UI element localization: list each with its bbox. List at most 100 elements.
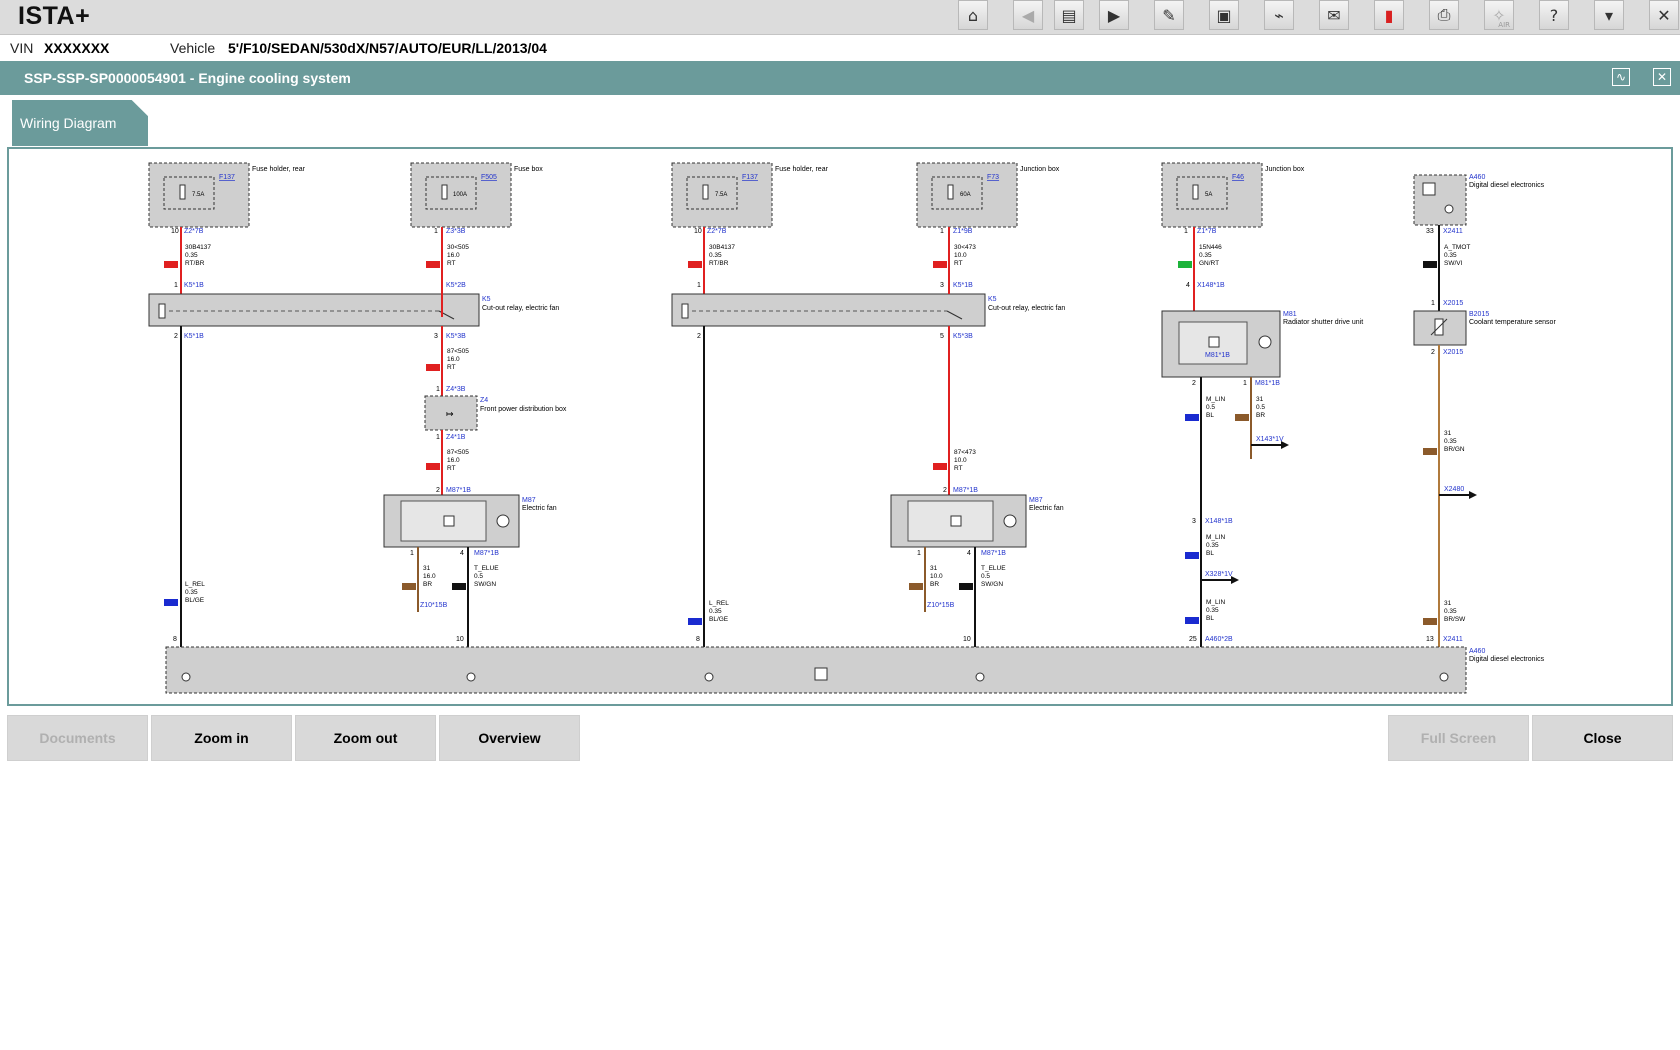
svg-text:Front power distribution box: Front power distribution box bbox=[480, 406, 567, 413]
svg-text:RT: RT bbox=[447, 465, 456, 472]
svg-text:M81: M81 bbox=[1283, 311, 1297, 318]
svg-text:10.0: 10.0 bbox=[954, 252, 967, 259]
svg-text:30<505: 30<505 bbox=[447, 244, 469, 251]
svg-text:F505: F505 bbox=[481, 174, 497, 181]
svg-text:Fuse holder, rear: Fuse holder, rear bbox=[252, 166, 306, 173]
svg-text:4: 4 bbox=[460, 550, 464, 557]
z4-front-power-distribution-box: ↦ Z4 Front power distribution box bbox=[424, 395, 567, 431]
svg-text:BR: BR bbox=[423, 581, 432, 588]
svg-text:0.35: 0.35 bbox=[1206, 607, 1219, 614]
close-app-button[interactable]: ✕ bbox=[1649, 0, 1679, 30]
zoom-in-button[interactable]: Zoom in bbox=[151, 715, 292, 761]
messages-icon: ✉ bbox=[1327, 5, 1341, 25]
svg-text:4: 4 bbox=[1186, 282, 1190, 289]
svg-text:K5*1B: K5*1B bbox=[953, 282, 973, 289]
print-button[interactable]: ⎙ bbox=[1429, 0, 1459, 30]
close-document-icon[interactable]: ✕ bbox=[1653, 68, 1671, 86]
svg-text:RT: RT bbox=[447, 260, 456, 267]
documents-toolbar-button[interactable]: ▤ bbox=[1054, 0, 1084, 30]
air-sub-label: AIR bbox=[1498, 21, 1510, 29]
svg-text:10.0: 10.0 bbox=[930, 573, 943, 580]
svg-text:M87*1B: M87*1B bbox=[474, 550, 499, 557]
svg-text:16.0: 16.0 bbox=[447, 457, 460, 464]
svg-text:1: 1 bbox=[697, 282, 701, 289]
svg-text:RT: RT bbox=[447, 364, 456, 371]
svg-text:K5*3B: K5*3B bbox=[953, 333, 973, 340]
svg-text:K5*3B: K5*3B bbox=[446, 333, 466, 340]
close-button[interactable]: Close bbox=[1532, 715, 1673, 761]
svg-text:4: 4 bbox=[967, 550, 971, 557]
svg-text:F73: F73 bbox=[987, 174, 999, 181]
f505-fuse-unit: 100A F505 Fuse box bbox=[410, 162, 543, 228]
back-button[interactable]: ◀ bbox=[1013, 0, 1043, 30]
svg-text:0.35: 0.35 bbox=[1444, 438, 1457, 445]
comparison-icon: ▣ bbox=[1216, 5, 1232, 25]
svg-text:BL: BL bbox=[1206, 550, 1214, 557]
svg-text:0.5: 0.5 bbox=[1256, 404, 1265, 411]
tab-wiring-diagram[interactable]: Wiring Diagram bbox=[12, 100, 148, 146]
svg-text:X2015: X2015 bbox=[1443, 300, 1463, 307]
a460-digital-diesel-electronics-bar: A460 Digital diesel electronics bbox=[165, 646, 1545, 694]
svg-text:X2411: X2411 bbox=[1443, 636, 1463, 643]
svg-text:SW/GN: SW/GN bbox=[474, 581, 496, 588]
svg-text:Z4*1B: Z4*1B bbox=[446, 434, 466, 441]
service-functions-button[interactable]: ✎ bbox=[1154, 0, 1184, 30]
messages-button[interactable]: ✉ bbox=[1319, 0, 1349, 30]
home-button[interactable]: ⌂ bbox=[958, 0, 988, 30]
svg-text:A460: A460 bbox=[1469, 174, 1485, 181]
svg-text:Cut-out relay, electric fan: Cut-out relay, electric fan bbox=[988, 305, 1065, 312]
svg-text:SW/VI: SW/VI bbox=[1444, 260, 1463, 267]
forward-button[interactable]: ▶ bbox=[1099, 0, 1129, 30]
wiring-diagram-canvas[interactable]: 7.5A F137 Fuse holder, rear 10 Z2*7B 30B… bbox=[7, 147, 1673, 706]
measurement-button[interactable]: ⌁ bbox=[1264, 0, 1294, 30]
svg-text:30B4137: 30B4137 bbox=[709, 244, 735, 251]
svg-text:M87: M87 bbox=[1029, 497, 1043, 504]
full-screen-button[interactable]: Full Screen bbox=[1388, 715, 1529, 761]
svg-text:K5*2B: K5*2B bbox=[446, 282, 466, 289]
zoom-out-button[interactable]: Zoom out bbox=[295, 715, 436, 761]
svg-text:Z1*7B: Z1*7B bbox=[1197, 228, 1217, 235]
svg-text:BR/GN: BR/GN bbox=[1444, 446, 1465, 453]
svg-text:A_TMOT: A_TMOT bbox=[1444, 244, 1470, 251]
svg-text:RT: RT bbox=[954, 260, 963, 267]
svg-text:7.5A: 7.5A bbox=[715, 192, 727, 198]
svg-text:RT/BR: RT/BR bbox=[185, 260, 205, 267]
top-bar: ISTA+ ⌂◀▤▶✎▣⌁✉▮⎙✧AIR?▾✕ bbox=[0, 0, 1680, 35]
svg-text:0.5: 0.5 bbox=[981, 573, 990, 580]
svg-text:31: 31 bbox=[930, 565, 938, 572]
measurement-icon[interactable]: ∿ bbox=[1612, 68, 1630, 86]
svg-text:10: 10 bbox=[171, 228, 179, 235]
svg-text:1: 1 bbox=[1184, 228, 1188, 235]
svg-text:1: 1 bbox=[940, 228, 944, 235]
help-button[interactable]: ? bbox=[1539, 0, 1569, 30]
vin-label: VIN bbox=[10, 40, 34, 56]
menu-icon: ▾ bbox=[1604, 5, 1614, 25]
menu-button[interactable]: ▾ bbox=[1594, 0, 1624, 30]
svg-text:0.5: 0.5 bbox=[474, 573, 483, 580]
svg-text:2: 2 bbox=[697, 333, 701, 340]
svg-text:5: 5 bbox=[940, 333, 944, 340]
svg-text:1: 1 bbox=[410, 550, 414, 557]
vehicle-value: 5'/F10/SEDAN/530dX/N57/AUTO/EUR/LL/2013/… bbox=[228, 40, 547, 56]
svg-text:31: 31 bbox=[1444, 600, 1452, 607]
battery-button[interactable]: ▮ bbox=[1374, 0, 1404, 30]
svg-text:2: 2 bbox=[1431, 349, 1435, 356]
overview-button[interactable]: Overview bbox=[439, 715, 580, 761]
print-icon: ⎙ bbox=[1437, 5, 1451, 24]
help-icon: ? bbox=[1549, 5, 1559, 25]
svg-text:7.5A: 7.5A bbox=[192, 192, 204, 198]
svg-text:8: 8 bbox=[173, 636, 177, 643]
svg-text:GN/RT: GN/RT bbox=[1199, 260, 1219, 267]
svg-text:1: 1 bbox=[434, 228, 438, 235]
air-button[interactable]: ✧AIR bbox=[1484, 0, 1514, 30]
svg-text:10.0: 10.0 bbox=[954, 457, 967, 464]
svg-text:87<505: 87<505 bbox=[447, 449, 469, 456]
svg-text:M_LIN: M_LIN bbox=[1206, 396, 1225, 403]
vehicle-info-bar: VIN XXXXXXX Vehicle 5'/F10/SEDAN/530dX/N… bbox=[0, 36, 1680, 60]
svg-text:3: 3 bbox=[940, 282, 944, 289]
svg-text:1: 1 bbox=[174, 282, 178, 289]
svg-text:1: 1 bbox=[436, 434, 440, 441]
documents-button[interactable]: Documents bbox=[7, 715, 148, 761]
svg-text:Z10*15B: Z10*15B bbox=[420, 602, 448, 609]
comparison-button[interactable]: ▣ bbox=[1209, 0, 1239, 30]
